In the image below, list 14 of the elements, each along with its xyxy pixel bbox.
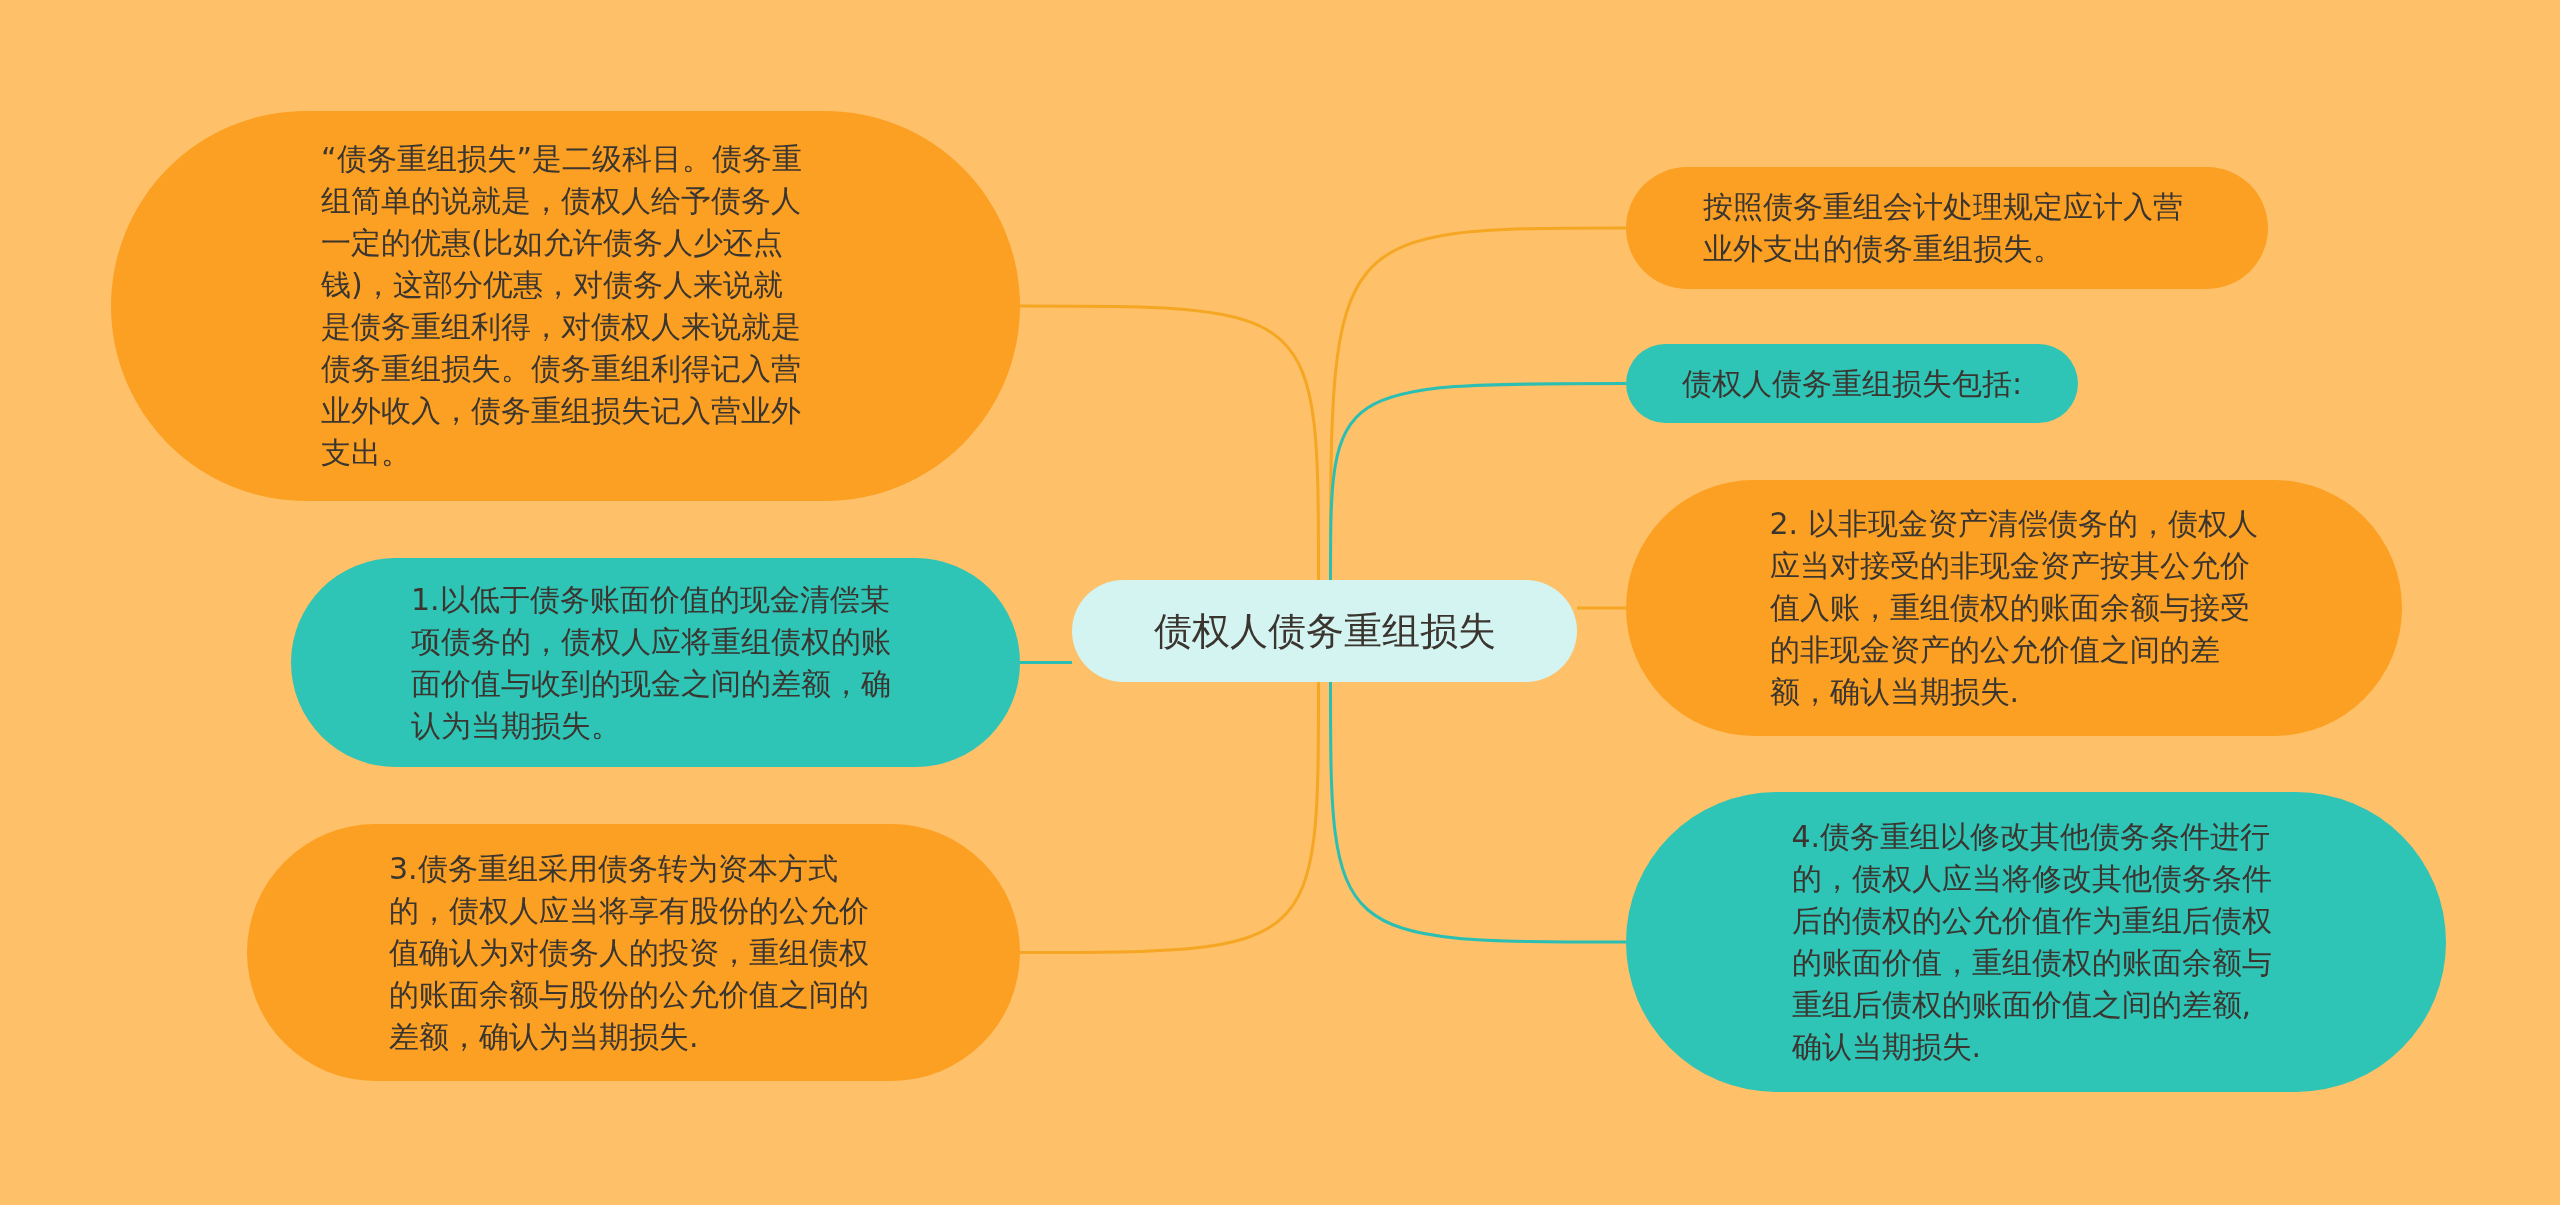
central-topic-bubble: 债权人债务重组损失 <box>1072 580 1577 682</box>
connector <box>1020 682 1320 954</box>
topic-bubble: “债务重组损失”是二级科目。债务重组简单的说就是，债权人给予债务人一定的优惠(比如允许债务人少还点钱)，这部分优惠，对债务人来说就是债务重组利得，对债权人来说就是债务重组损失。债务重组利得记入营业外收入，债务重组损失记入营业外支出。 <box>111 111 1020 501</box>
topic-bubble: 债权人债务重组损失包括: <box>1626 344 2078 423</box>
connector <box>1020 661 1072 664</box>
topic-bubble: 3.债务重组采用债务转为资本方式的，债权人应当将享有股份的公允价值确认为对债务人的投资，重组债权的账面余额与股份的公允价值之间的差额，确认为当期损失. <box>247 824 1020 1081</box>
topic-bubble: 按照债务重组会计处理规定应计入营业外支出的债务重组损失。 <box>1626 167 2268 289</box>
topic-bubble: 2. 以非现金资产清偿债务的，债权人应当对接受的非现金资产按其公允价值入账，重组债权的账面余额与接受的非现金资产的公允价值之间的差额，确认当期损失. <box>1626 480 2402 736</box>
topic-bubble: 4.债务重组以修改其他债务条件进行的，债权人应当将修改其他债务条件后的债权的公允价值作为重组后债权的账面价值，重组债权的账面余额与重组后债权的账面价值之间的差额,确认当期损失. <box>1626 792 2446 1092</box>
connector <box>1020 304 1320 580</box>
connector <box>1329 382 1626 580</box>
connector <box>1329 682 1626 944</box>
topic-bubble: 1.以低于债务账面价值的现金清偿某项债务的，债权人应将重组债权的账面价值与收到的现金之间的差额，确认为当期损失。 <box>291 558 1020 767</box>
connector <box>1577 606 1626 610</box>
